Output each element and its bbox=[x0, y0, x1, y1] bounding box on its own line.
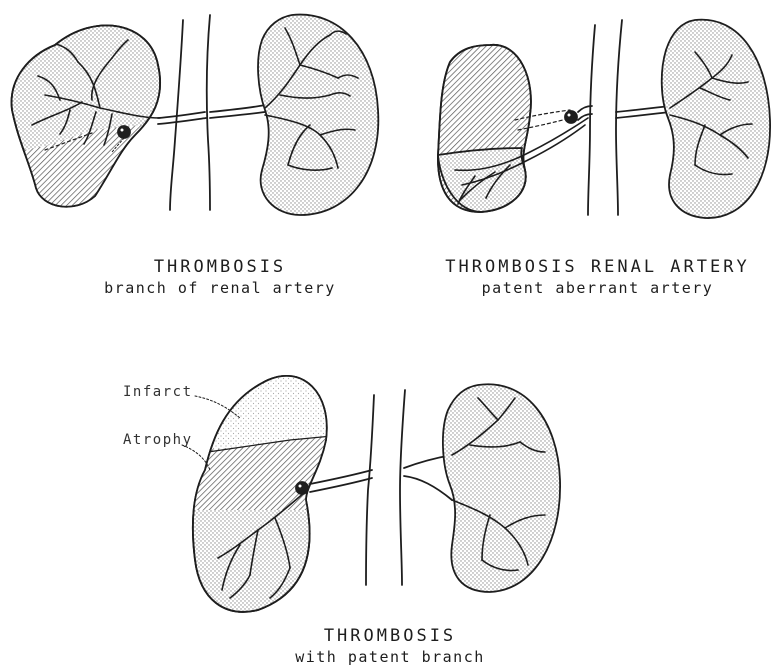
atrophy-label: Atrophy bbox=[123, 432, 193, 448]
panel-1-left-kidney bbox=[0, 25, 170, 230]
panel-1-vessels bbox=[158, 15, 265, 210]
panel-2-subtitle: patent aberrant artery bbox=[425, 278, 770, 298]
panel-2-caption: THROMBOSIS RENAL ARTERY patent aberrant … bbox=[425, 256, 770, 298]
panel-3-thrombus bbox=[296, 482, 308, 494]
panel-1-caption: THROMBOSIS branch of renal artery bbox=[80, 256, 360, 298]
panel-1-subtitle: branch of renal artery bbox=[80, 278, 360, 298]
panel-2-title: THROMBOSIS RENAL ARTERY bbox=[425, 256, 770, 278]
panel-2-right-kidney bbox=[662, 20, 770, 218]
panel-3-subtitle: with patent branch bbox=[240, 647, 540, 667]
panel-1-title: THROMBOSIS bbox=[80, 256, 360, 278]
infarct-label: Infarct bbox=[123, 384, 193, 400]
panel-2-vessels bbox=[578, 20, 670, 215]
panel-3-caption: THROMBOSIS with patent branch bbox=[240, 625, 540, 667]
panel-3-title: THROMBOSIS bbox=[240, 625, 540, 647]
panel-3-vessels bbox=[310, 390, 452, 585]
panel-2-left-kidney bbox=[438, 45, 531, 212]
panel-1-right-kidney bbox=[258, 15, 378, 215]
